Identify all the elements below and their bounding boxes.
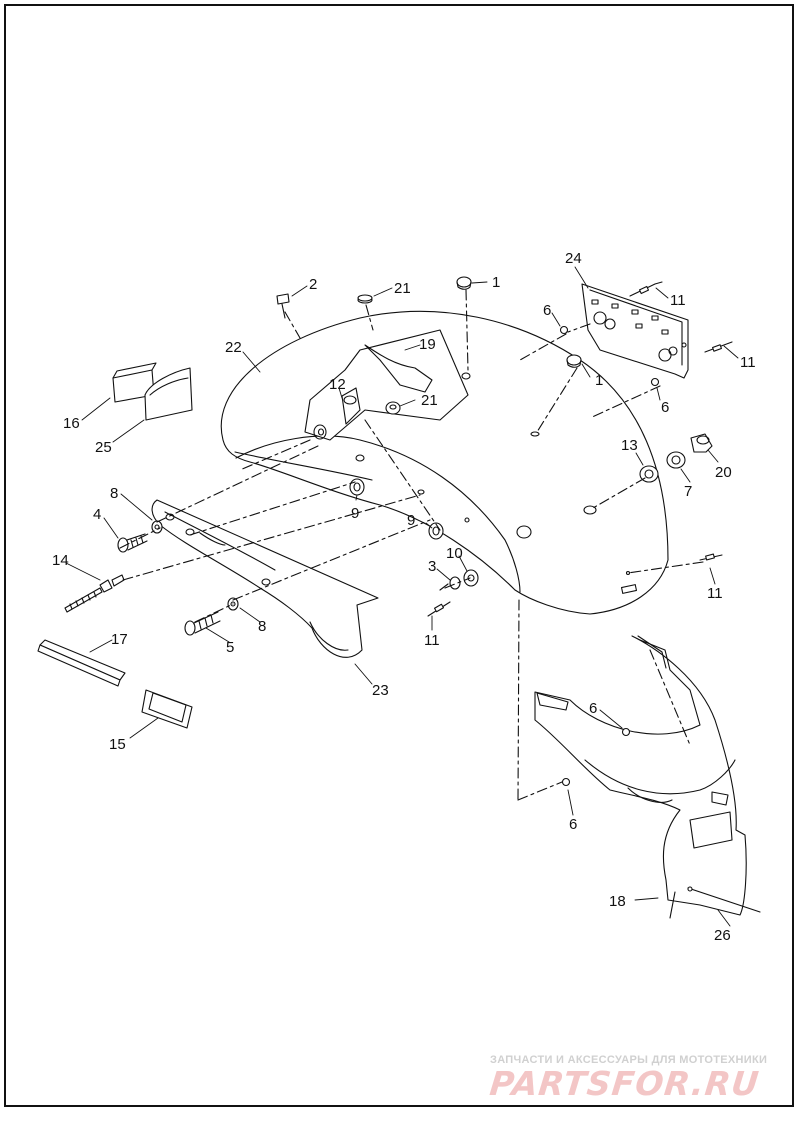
callout-11-top: 11 bbox=[670, 292, 686, 309]
rear-reflector bbox=[141, 689, 193, 729]
callout-26: 26 bbox=[714, 927, 731, 944]
fender-bracket bbox=[304, 329, 469, 441]
trim-strip bbox=[37, 639, 126, 687]
callout-21-top: 21 bbox=[394, 280, 411, 297]
callout-6-right: 6 bbox=[661, 399, 669, 416]
callout-1-right: 1 bbox=[595, 372, 603, 389]
callout-3: 3 bbox=[428, 558, 436, 575]
watermark-logo: PARTSFOR.RU bbox=[487, 1064, 762, 1103]
callout-6-bottom: 6 bbox=[569, 816, 577, 833]
reflector-pad bbox=[144, 367, 193, 421]
diagram-frame bbox=[4, 4, 794, 1107]
callout-24: 24 bbox=[565, 250, 582, 267]
callout-25: 25 bbox=[95, 439, 112, 456]
callout-9-left: 9 bbox=[351, 505, 359, 522]
assembly-lines bbox=[119, 289, 704, 801]
callout-14: 14 bbox=[52, 552, 69, 569]
callout-11-right: 11 bbox=[740, 354, 756, 371]
callout-6-lower: 6 bbox=[589, 700, 597, 717]
callout-1-top: 1 bbox=[492, 274, 500, 291]
callout-15: 15 bbox=[109, 736, 126, 753]
callout-13: 13 bbox=[621, 437, 638, 454]
callout-labels: 2 21 1 1 6 6 24 11 11 19 21 12 22 16 25 … bbox=[52, 250, 756, 944]
callout-9-right: 9 bbox=[407, 512, 415, 529]
callout-16: 16 bbox=[63, 415, 80, 432]
callout-8-left: 8 bbox=[110, 485, 118, 502]
callout-5: 5 bbox=[226, 639, 234, 656]
leader-lines bbox=[65, 266, 739, 927]
watermark-tagline: ЗАПЧАСТИ И АКСЕССУАРЫ ДЛЯ МОТОТЕХНИКИ bbox=[490, 1054, 768, 1066]
callout-11-mid: 11 bbox=[707, 585, 723, 602]
callout-4: 4 bbox=[93, 506, 101, 523]
callout-18: 18 bbox=[609, 893, 626, 910]
license-bracket bbox=[581, 283, 689, 379]
callout-10: 10 bbox=[446, 545, 463, 562]
callout-2: 2 bbox=[309, 276, 317, 293]
callout-19: 19 bbox=[419, 336, 436, 353]
callout-23: 23 bbox=[372, 682, 389, 699]
callout-21-mid: 21 bbox=[421, 392, 438, 409]
fender-extension bbox=[534, 635, 747, 916]
callout-8-right: 8 bbox=[258, 618, 266, 635]
callout-6-top: 6 bbox=[543, 302, 551, 319]
callout-20: 20 bbox=[715, 464, 732, 481]
callout-7: 7 bbox=[684, 483, 692, 500]
fasteners bbox=[64, 276, 761, 919]
callout-12: 12 bbox=[329, 376, 346, 393]
callout-11-bottom: 11 bbox=[424, 632, 440, 649]
callout-22: 22 bbox=[225, 339, 242, 356]
callout-17: 17 bbox=[111, 631, 128, 648]
